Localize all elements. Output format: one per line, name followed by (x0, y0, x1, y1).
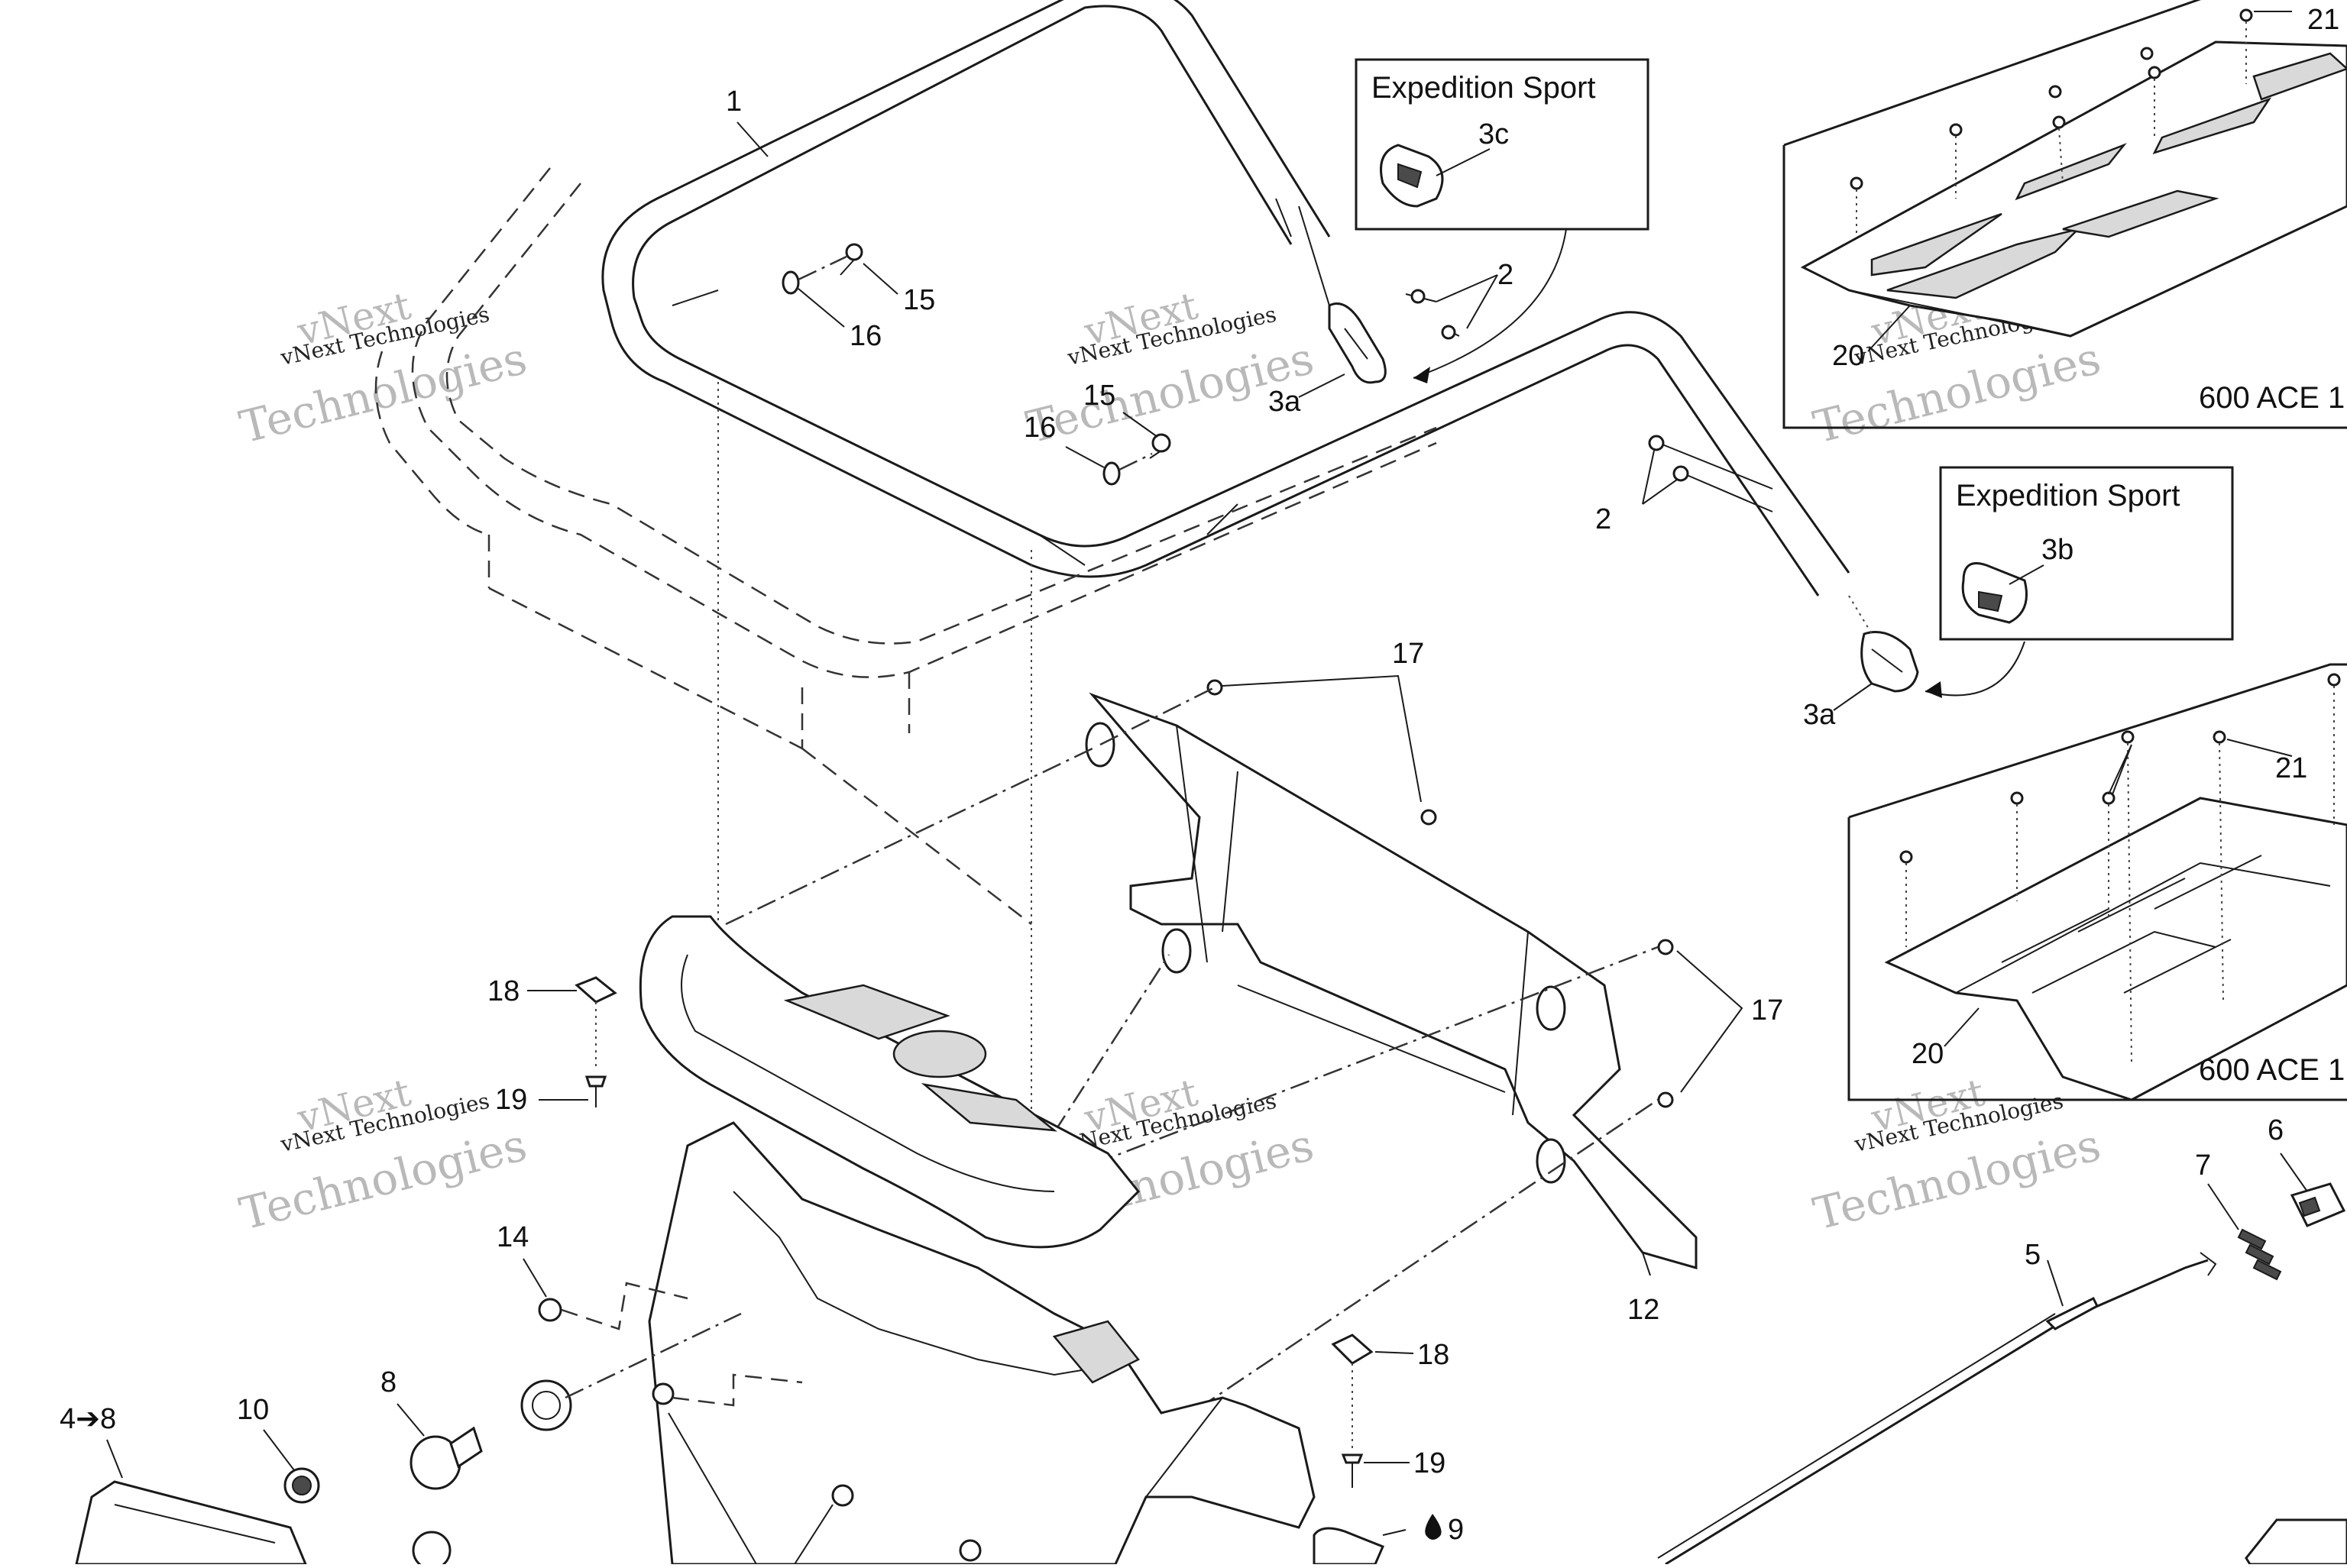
grommet-10 (283, 1467, 452, 1568)
ace-label-top: 600 ACE 1 (2199, 381, 2345, 415)
grab-handle-part (374, 0, 1850, 925)
bolt-group-2-upper (1275, 198, 1498, 340)
callout-18-lower: 18 (1417, 1339, 1449, 1371)
rivet-21-bottom (1899, 673, 2341, 1062)
grommet-lower (652, 1373, 982, 1565)
callout-8: 8 (380, 1366, 397, 1398)
callout-3a-lower: 3a (1803, 699, 1836, 731)
lower-frame-part (648, 1121, 1316, 1566)
washer-16-upper (782, 255, 847, 295)
svg-text:Expedition Sport: Expedition Sport (1371, 71, 1596, 105)
bolt-15-lower (1149, 433, 1171, 459)
rear-bracket-part (1085, 692, 1698, 1276)
screw-19-lower (1341, 1453, 1364, 1488)
screws-7 (2207, 1183, 2282, 1281)
washer-16-lower (1102, 452, 1153, 486)
callout-1: 1 (726, 86, 742, 118)
svg-text:Expedition Sport: Expedition Sport (1956, 479, 2180, 512)
bulb-8 (410, 1426, 483, 1490)
callout-19-lower: 19 (1413, 1447, 1445, 1479)
bolt-group-2-lower (1642, 435, 1773, 512)
callout-18-upper: 18 (487, 975, 520, 1007)
ace-panel-box-bottom (1847, 663, 2347, 1101)
callout-12: 12 (1627, 1294, 1659, 1326)
clip-18-lower (1331, 1334, 1374, 1451)
callout-3c: 3c (1478, 118, 1509, 150)
callout-2-upper: 2 (1497, 259, 1513, 291)
callout-labels: 1 2 2 3a 3a 3b 3c 15 16 15 16 17 17 18 1… (60, 4, 2345, 1546)
callout-21-lower: 21 (2275, 752, 2307, 784)
callout-3a-upper: 3a (1268, 386, 1301, 418)
callout-5: 5 (2025, 1239, 2041, 1271)
expedition-sport-box-top: Expedition Sport (1355, 58, 1649, 231)
ace-label-bottom: 600 ACE 1 (2199, 1053, 2345, 1087)
callout-17-lower: 17 (1751, 994, 1783, 1026)
ace-panel-box-top (1782, 0, 2347, 429)
callout-7: 7 (2195, 1149, 2211, 1182)
callout-16-upper: 16 (850, 320, 882, 352)
callout-20-upper: 20 (1832, 340, 1864, 372)
callout-19-upper: 19 (495, 1084, 527, 1116)
callout-20-lower: 20 (1912, 1038, 1944, 1070)
callout-10: 10 (237, 1394, 269, 1426)
callout-15-upper: 15 (903, 284, 935, 316)
bolt-17-group-top (1206, 674, 1437, 826)
bolt-15-upper (840, 243, 863, 276)
callout-16-lower: 16 (1024, 412, 1056, 444)
step-plate-20-bottom (1884, 797, 2347, 1101)
expedition-sport-box-right: Expedition Sport (1939, 466, 2234, 641)
callout-2-lower: 2 (1595, 503, 1611, 535)
callout-17-upper: 17 (1392, 638, 1424, 670)
grommet-14 (538, 1282, 688, 1330)
watermark: vNext Technologies vNext Technologies (1021, 283, 1319, 453)
end-cap-3c (1380, 144, 1491, 208)
callout-14: 14 (497, 1221, 529, 1253)
callout-3b: 3b (2041, 534, 2073, 566)
connector-9 (1313, 1527, 1407, 1566)
screw-19-upper (584, 1075, 607, 1107)
end-cap-3b (1961, 562, 2044, 624)
callout-6: 6 (2268, 1114, 2284, 1146)
tail-structure-part (639, 915, 1141, 1249)
callout-4-to-8: 4➔8 (60, 1403, 116, 1435)
callout-9: 9 (1448, 1514, 1464, 1546)
connector-6 (2280, 1153, 2346, 1227)
step-plate-20-top (1800, 40, 2347, 338)
rivet-21-top (1850, 8, 2292, 237)
socket-part (520, 1379, 572, 1431)
oil-drop-icon (1425, 1514, 1442, 1540)
end-cap-3a-upper (1298, 205, 1387, 384)
callout-15-lower: 15 (1083, 380, 1115, 412)
watermark: vNext Technologies vNext Technologies (235, 1070, 532, 1240)
taillight-assembly (75, 1480, 308, 1566)
end-cap-3a-lower (1848, 595, 1919, 693)
callout-21-upper: 21 (2307, 4, 2339, 36)
cable-5 (1657, 1252, 2217, 1566)
clip-18-upper (575, 976, 617, 1069)
watermark: vNext Technologies vNext Technologies (1808, 1070, 2106, 1240)
bolt-17-group-right (1657, 939, 1743, 1108)
